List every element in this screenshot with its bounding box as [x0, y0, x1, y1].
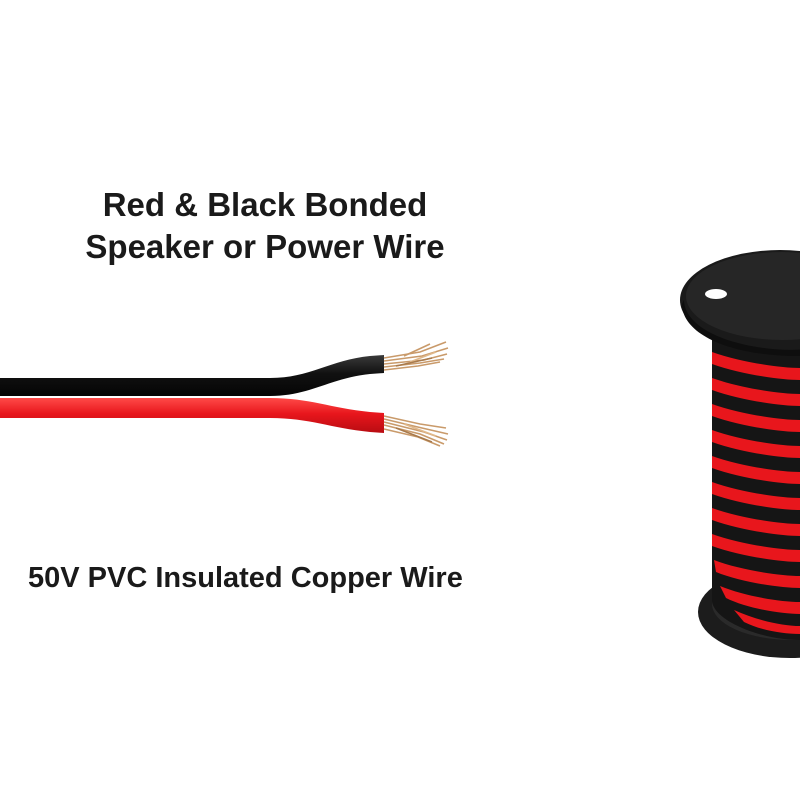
copper-strands-upper: [383, 341, 449, 371]
headline-line-2: Speaker or Power Wire: [85, 228, 445, 265]
headline: Red & Black Bonded Speaker or Power Wire: [30, 184, 500, 268]
caption: 50V PVC Insulated Copper Wire: [28, 562, 463, 594]
coil-windings: [712, 352, 800, 634]
headline-line-1: Red & Black Bonded: [102, 186, 428, 223]
black-conductor: [0, 355, 384, 396]
copper-strands-lower: [383, 415, 449, 447]
spool-hole: [705, 289, 727, 299]
wire-spool-icon: [680, 250, 800, 658]
red-conductor: [0, 398, 384, 433]
